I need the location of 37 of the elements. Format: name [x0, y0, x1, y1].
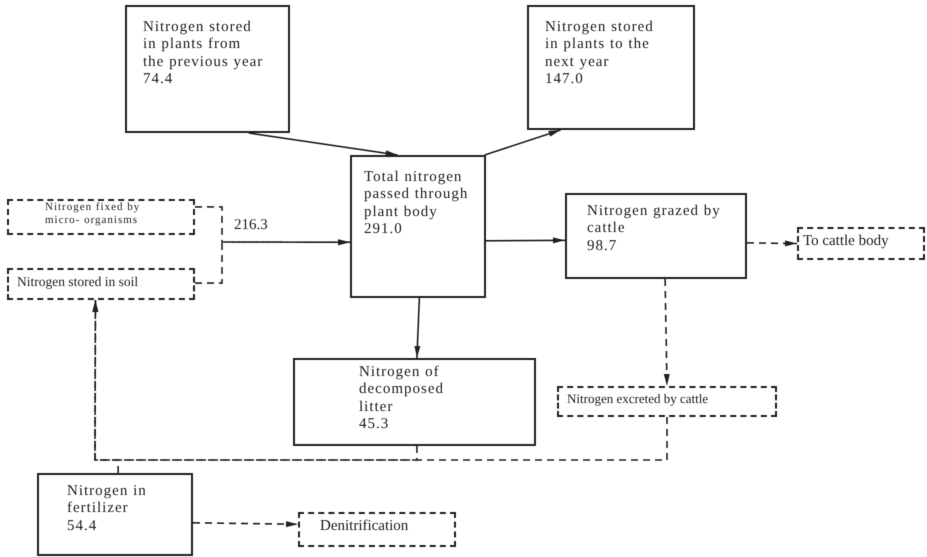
process-box	[350, 155, 486, 298]
box-text: Nitrogen stored in plants to the next year	[545, 19, 655, 71]
box-text: Nitrogen of decomposed litter	[359, 364, 445, 416]
dashed-box	[797, 227, 925, 260]
dashed-box	[7, 268, 195, 300]
box-value: 54.4	[67, 518, 98, 535]
arrow	[664, 278, 670, 386]
box-value: 291.0	[364, 220, 404, 238]
dashed-box	[7, 199, 195, 235]
box-text: Nitrogen excreted by cattle	[567, 392, 710, 407]
arrow	[484, 129, 561, 156]
process-box	[37, 473, 193, 556]
box-text: Nitrogen stored in plants from the previous year	[143, 19, 264, 71]
process-box	[293, 358, 536, 446]
arrow	[192, 521, 298, 528]
arrow	[248, 132, 398, 156]
dashed-box	[557, 386, 777, 417]
box-text: Nitrogen grazed by cattle	[587, 203, 722, 238]
box-text: Denitrification	[320, 518, 410, 536]
box-text: Nitrogen fixed by micro- organisms	[45, 201, 142, 226]
arrow	[486, 237, 565, 244]
process-box	[125, 5, 290, 133]
box-text: To cattle body	[803, 233, 890, 250]
arrow	[414, 298, 420, 358]
box-text: Nitrogen stored in soil	[17, 274, 140, 290]
box-value: 74.4	[143, 70, 174, 88]
process-box	[565, 193, 747, 279]
arrow	[195, 239, 350, 284]
box-value: 45.3	[359, 416, 390, 433]
box-text: Total nitrogen passed through plant body	[364, 169, 470, 221]
dashed-box	[298, 512, 456, 547]
box-value: 98.7	[587, 238, 618, 255]
box-text: Nitrogen in fertilizer	[67, 483, 148, 518]
arrow	[92, 300, 119, 473]
arrow	[746, 240, 798, 246]
process-box	[527, 5, 695, 130]
box-value: 147.0	[545, 70, 585, 88]
